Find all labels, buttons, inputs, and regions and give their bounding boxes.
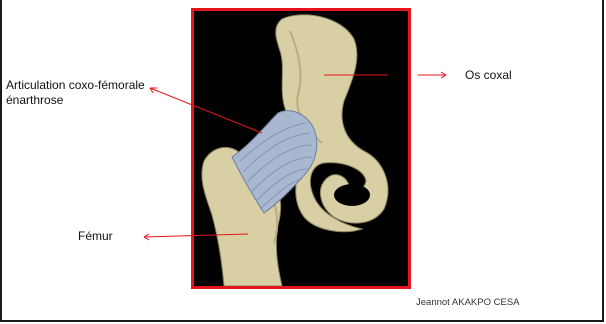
articulation-label-line1: Articulation coxo-fémorale <box>6 78 145 93</box>
author-credit: Jeannot AKAKPO CESA <box>416 297 520 308</box>
femur-label: Fémur <box>78 229 113 244</box>
articulation-label-line2: énarthrose <box>6 93 145 108</box>
hip-anatomy-drawing <box>194 11 408 286</box>
os-coxal-label: Os coxal <box>465 68 512 83</box>
articulation-label: Articulation coxo-fémorale énarthrose <box>6 78 145 108</box>
hip-joint-illustration <box>191 8 411 289</box>
